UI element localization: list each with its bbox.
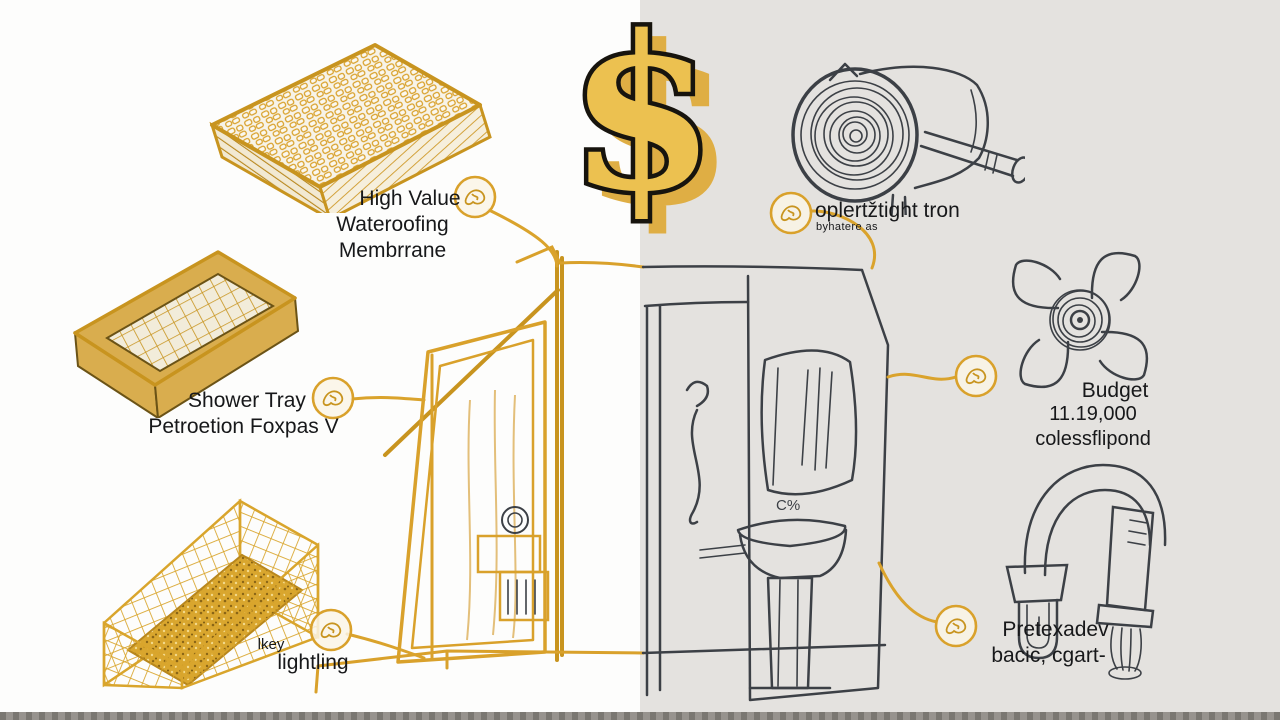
fan-label-line1: Budget bbox=[1081, 379, 1149, 402]
tray-label-line2: Petroetion Foxpas V bbox=[148, 415, 339, 438]
budget-side-background bbox=[640, 0, 1280, 720]
dollar-glyph: $ bbox=[568, 5, 716, 238]
tray-label-line1: Shower Tray bbox=[188, 389, 306, 412]
lighting-label-line1: lkey bbox=[257, 636, 285, 653]
fan-label-line2: 11.19,000 colessflipond bbox=[1035, 403, 1151, 450]
fan-propeller-icon bbox=[1011, 251, 1149, 389]
badge-hose-icon bbox=[934, 604, 978, 648]
connector-fan bbox=[886, 372, 958, 381]
shower-tray-icon bbox=[73, 250, 300, 418]
connector-hose bbox=[877, 561, 939, 624]
connector-membrane bbox=[487, 208, 559, 268]
bottom-border-strip bbox=[0, 712, 1280, 720]
connector-heater bbox=[810, 209, 876, 270]
waterproofing-membrane-icon bbox=[209, 43, 492, 213]
hose-label-line1: Pretexadev bbox=[1002, 618, 1109, 641]
badge-fan-icon bbox=[954, 354, 998, 398]
badge-lighting-icon bbox=[309, 608, 353, 652]
heater-label-line2: byhatere as bbox=[816, 221, 878, 233]
membrane-label-line2: Wateroofing Membrrane bbox=[336, 213, 449, 263]
shower-hose-icon bbox=[1005, 463, 1167, 680]
badge-heater-icon bbox=[769, 191, 813, 235]
mesh-basket-icon bbox=[102, 498, 320, 690]
bathroom-right-dark: C% bbox=[641, 265, 890, 702]
heater-label-line1: oplertžtight tron bbox=[815, 199, 960, 222]
bathroom-left-gold bbox=[314, 245, 645, 694]
lighting-label-line2: lightling bbox=[277, 651, 349, 674]
hose-label-line2: bacic, cgart- bbox=[991, 644, 1106, 667]
connector-lighting bbox=[345, 632, 426, 660]
connector-tray bbox=[350, 395, 426, 402]
dollar-shadow: $ bbox=[584, 5, 732, 240]
membrane-label-line1: High Value bbox=[359, 187, 461, 210]
dollar-sign-icon: $ $ bbox=[564, 5, 735, 240]
heat-blower-icon bbox=[791, 62, 1025, 215]
bathroom-sketch: C% bbox=[314, 245, 890, 702]
sink-mark-text: C% bbox=[776, 497, 800, 514]
